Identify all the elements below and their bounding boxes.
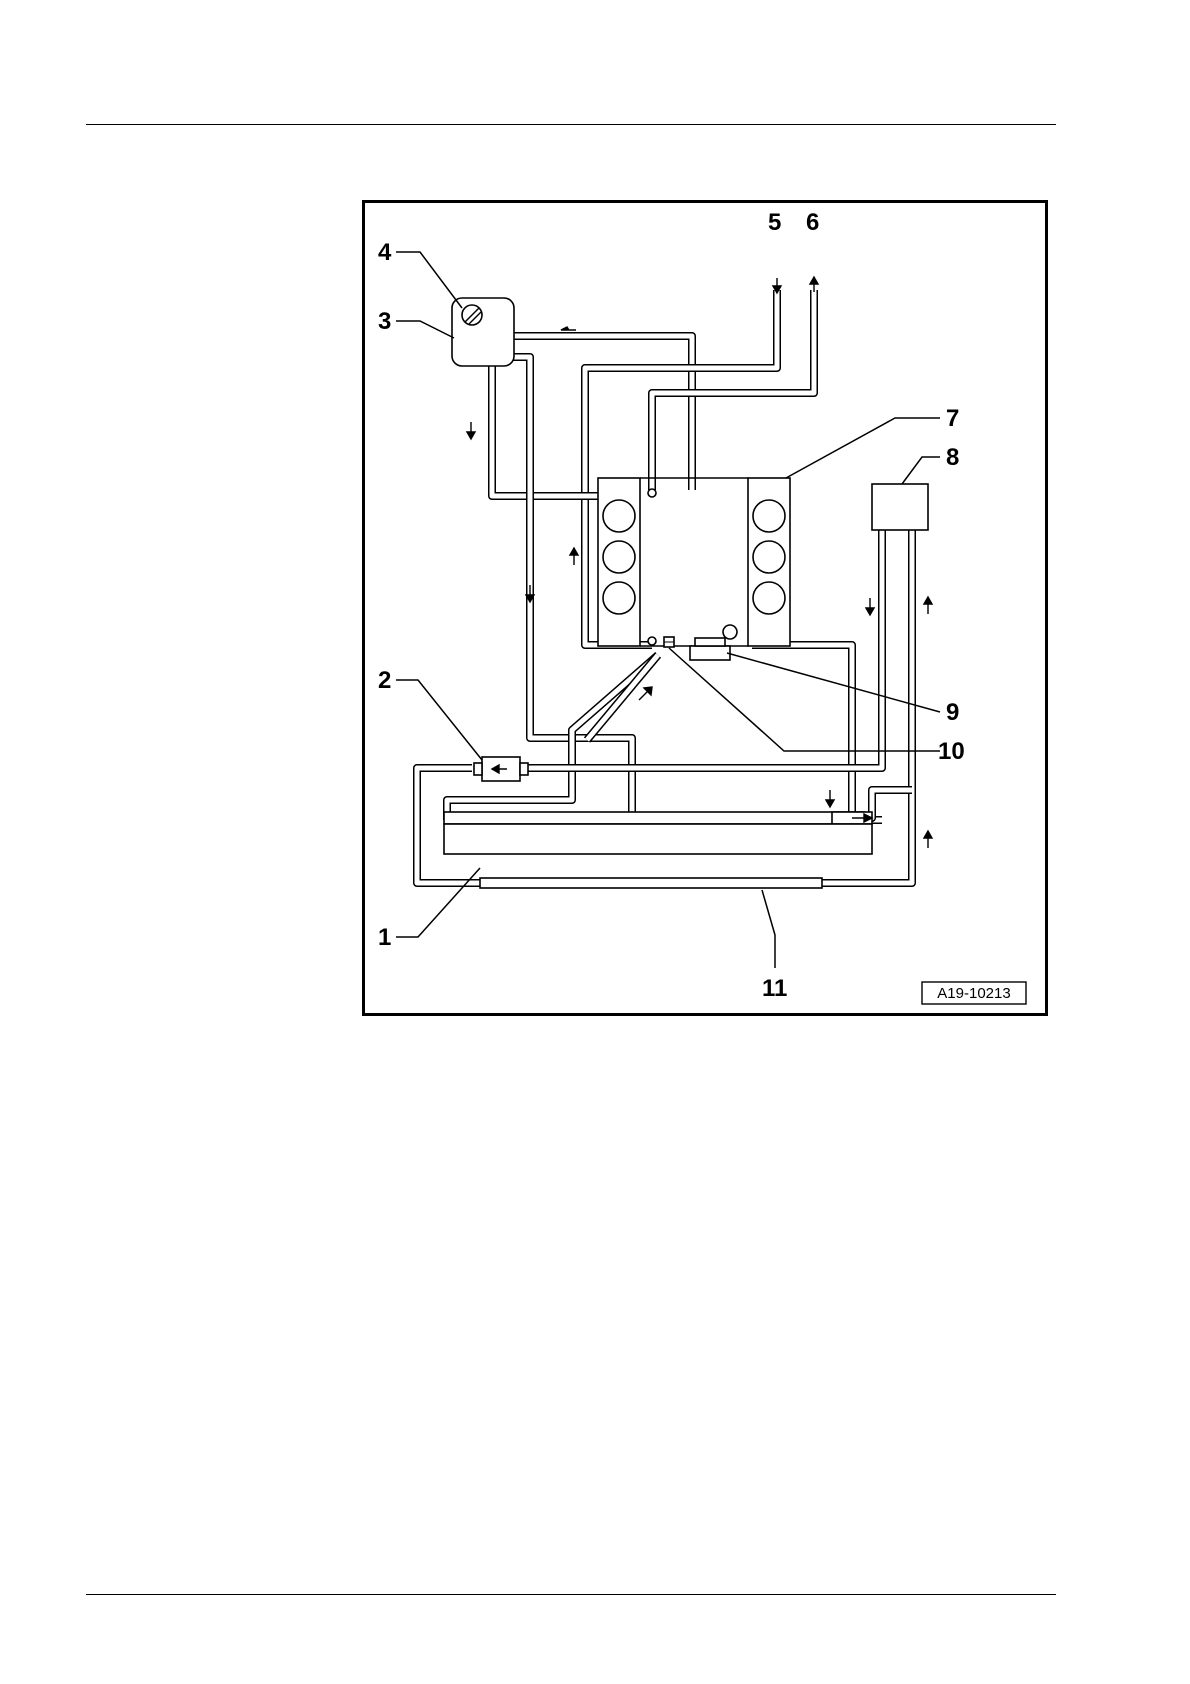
callout-9: 9 — [946, 699, 959, 726]
callout-2: 2 — [378, 667, 391, 694]
coolant-pump — [690, 638, 730, 660]
callout-7: 7 — [946, 405, 959, 432]
coolant-circuit-diagram: 4 3 2 1 5 6 7 8 9 10 11 A19-10213 — [362, 200, 1048, 1016]
reference-code: A19-10213 — [922, 982, 1026, 1004]
callout-4: 4 — [378, 239, 392, 266]
heat-exchanger — [872, 484, 928, 530]
heater-core — [480, 878, 822, 888]
callout-5: 5 — [768, 209, 781, 236]
cap-icon — [462, 305, 482, 325]
radiator — [444, 812, 872, 854]
callout-11: 11 — [762, 975, 787, 1002]
header-rule — [86, 124, 1056, 125]
reference-code-text: A19-10213 — [937, 985, 1010, 1002]
callout-3: 3 — [378, 308, 391, 335]
footer-rule — [86, 1594, 1056, 1595]
thermostat — [664, 637, 674, 647]
callout-10: 10 — [938, 738, 965, 765]
callout-8: 8 — [946, 444, 959, 471]
callout-1: 1 — [378, 924, 391, 951]
callout-6: 6 — [806, 209, 819, 236]
